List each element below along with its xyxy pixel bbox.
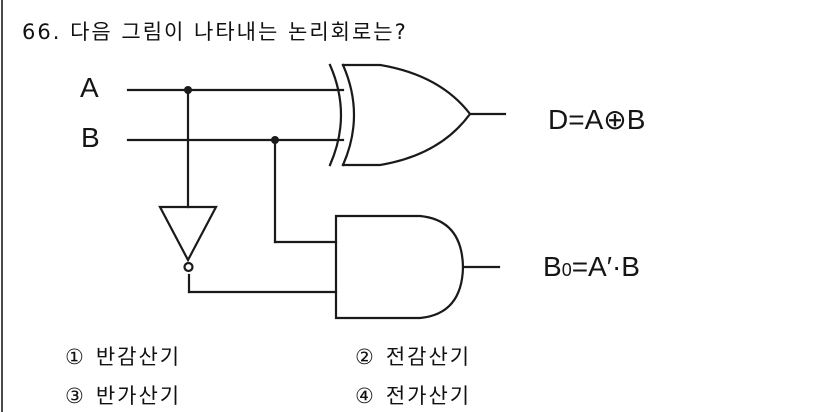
option-1-number: ① xyxy=(65,345,86,369)
junction-a xyxy=(184,86,192,94)
input-label-a: A xyxy=(80,72,99,103)
and-output-expression: B0=A′·B xyxy=(543,251,640,283)
xor-gate xyxy=(328,63,507,167)
question-text: 다음 그림이 나타내는 논리회로는? xyxy=(70,20,408,44)
not-gate xyxy=(158,205,218,273)
page-left-border xyxy=(1,0,3,412)
question-title: 66. 다음 그림이 나타내는 논리회로는? xyxy=(22,16,408,46)
option-1-text: 반감산기 xyxy=(95,345,182,369)
option-2-text: 전감산기 xyxy=(385,345,472,369)
input-label-b: B xyxy=(81,122,100,153)
question-number: 66. xyxy=(22,20,62,44)
and-output-main: B xyxy=(543,251,562,282)
option-2-number: ② xyxy=(355,345,376,369)
and-output-subscript: 0 xyxy=(561,260,572,280)
option-3[interactable]: ③ 반가산기 xyxy=(65,380,181,410)
option-2[interactable]: ② 전감산기 xyxy=(355,341,471,371)
option-4-text: 전가산기 xyxy=(385,384,472,408)
option-3-number: ③ xyxy=(65,384,86,408)
junction-b xyxy=(271,136,279,144)
option-3-text: 반가산기 xyxy=(95,384,182,408)
option-1[interactable]: ① 반감산기 xyxy=(65,341,181,371)
and-gate xyxy=(334,214,501,320)
option-4[interactable]: ④ 전가산기 xyxy=(355,380,471,410)
and-output-rest: =A′·B xyxy=(571,251,640,282)
option-4-number: ④ xyxy=(355,384,376,408)
logic-circuit-diagram: A B D=A⊕B B0=A′·B xyxy=(80,63,646,320)
circuit-svg xyxy=(126,63,507,320)
xor-output-expression: D=A⊕B xyxy=(548,104,646,135)
